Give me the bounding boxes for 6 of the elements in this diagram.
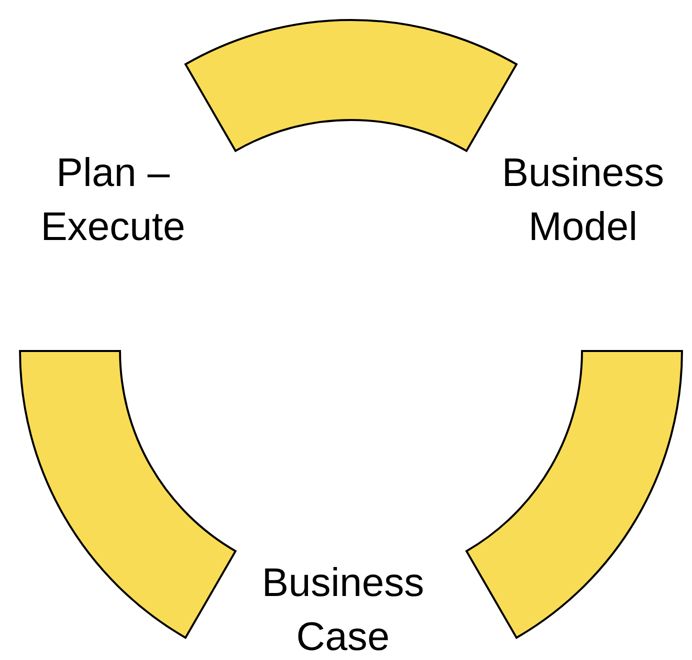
arc-segment	[184, 20, 518, 152]
arc-segment	[466, 350, 683, 639]
stage-label: Business Case	[238, 556, 448, 660]
arc-segment	[19, 350, 236, 639]
stage-label: Plan – Execute	[23, 146, 203, 254]
stage-label: Business Model	[478, 146, 688, 254]
